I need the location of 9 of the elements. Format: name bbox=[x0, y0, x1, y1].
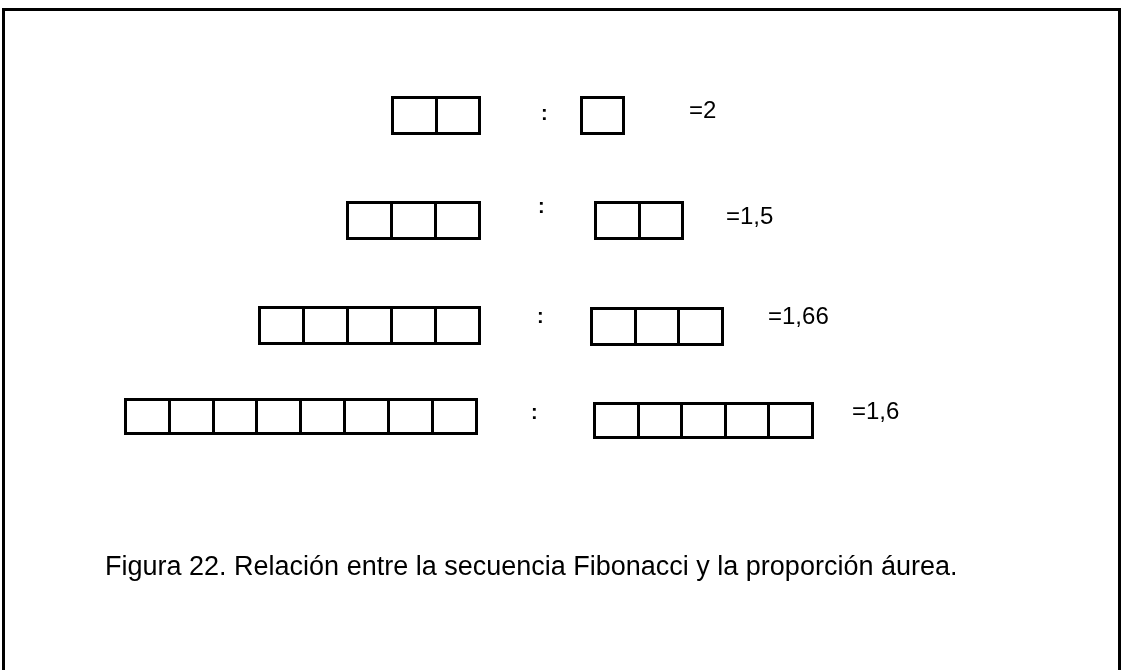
ratio-value: =2 bbox=[689, 98, 717, 122]
ratio-value: =1,66 bbox=[768, 304, 829, 328]
ratio-colon: : bbox=[531, 402, 538, 422]
ratio-colon: : bbox=[541, 103, 548, 123]
ratio-value: =1,5 bbox=[726, 204, 774, 228]
ratio-value: =1,6 bbox=[852, 399, 900, 423]
figure-caption: Figura 22. Relación entre la secuencia Fibonacci y la proporción áurea. bbox=[105, 550, 958, 583]
ratio-colon: : bbox=[537, 306, 544, 326]
ratio-colon: : bbox=[538, 196, 545, 216]
